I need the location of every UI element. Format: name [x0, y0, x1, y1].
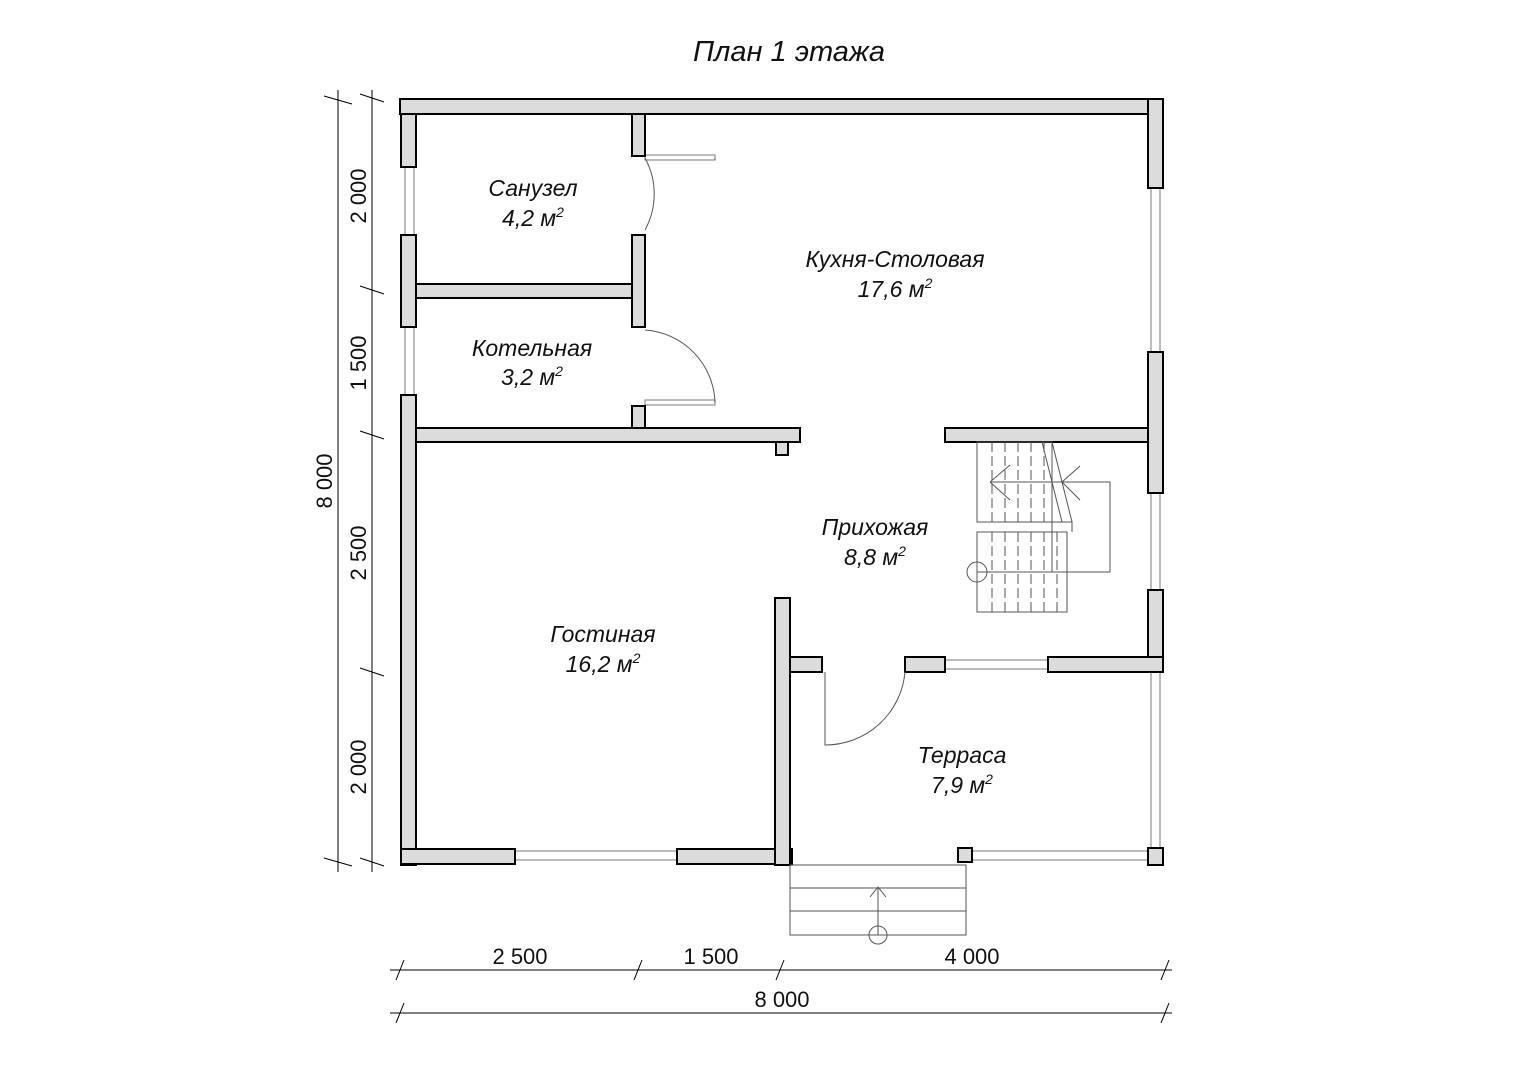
room-name: Санузел — [488, 175, 577, 201]
room-area: 4,2 м — [502, 205, 556, 231]
dim-bottom-total: 8 000 — [754, 987, 809, 1012]
dim-left-segment: 2 000 — [346, 739, 371, 794]
room-name: Терраса — [918, 742, 1007, 768]
dim-left-segment: 1 500 — [346, 335, 371, 390]
room-name: Гостиная — [550, 621, 655, 647]
room-name: Прихожая — [822, 514, 929, 540]
svg-text:3,2 м2: 3,2 м2 — [501, 363, 563, 390]
staircase — [966, 441, 1111, 613]
dim-left-total: 8 000 — [312, 453, 337, 508]
dim-bottom-segment: 2 500 — [492, 944, 547, 969]
svg-text:17,6 м2: 17,6 м2 — [858, 275, 933, 302]
room-area: 16,2 м — [566, 651, 633, 677]
svg-text:8,8 м2: 8,8 м2 — [844, 543, 906, 570]
dim-left-segment: 2 000 — [346, 168, 371, 223]
svg-text:7,9 м2: 7,9 м2 — [931, 771, 993, 798]
room-area: 17,6 м — [858, 276, 925, 302]
dim-left-segment: 2 500 — [346, 525, 371, 580]
dim-bottom-segment: 1 500 — [683, 944, 738, 969]
doors — [644, 157, 906, 746]
svg-text:4,2 м2: 4,2 м2 — [502, 204, 564, 231]
room-labels: Санузел 4,2 м2 Котельная 3,2 м2 Кухня-Ст… — [472, 175, 1007, 798]
room-area: 3,2 м — [501, 364, 555, 390]
entry-steps — [789, 864, 967, 945]
dim-bottom-segment: 4 000 — [944, 944, 999, 969]
plan-title: План 1 этажа — [693, 36, 885, 68]
dimension-lines: 8 000 2 000 1 500 2 500 2 000 2 500 1 50… — [312, 90, 1172, 1024]
room-name: Кухня-Столовая — [805, 246, 984, 272]
svg-text:16,2 м2: 16,2 м2 — [566, 650, 641, 677]
room-area: 8,8 м — [844, 544, 898, 570]
room-name: Котельная — [472, 335, 592, 361]
room-area: 7,9 м — [931, 772, 985, 798]
walls — [399, 98, 1164, 866]
